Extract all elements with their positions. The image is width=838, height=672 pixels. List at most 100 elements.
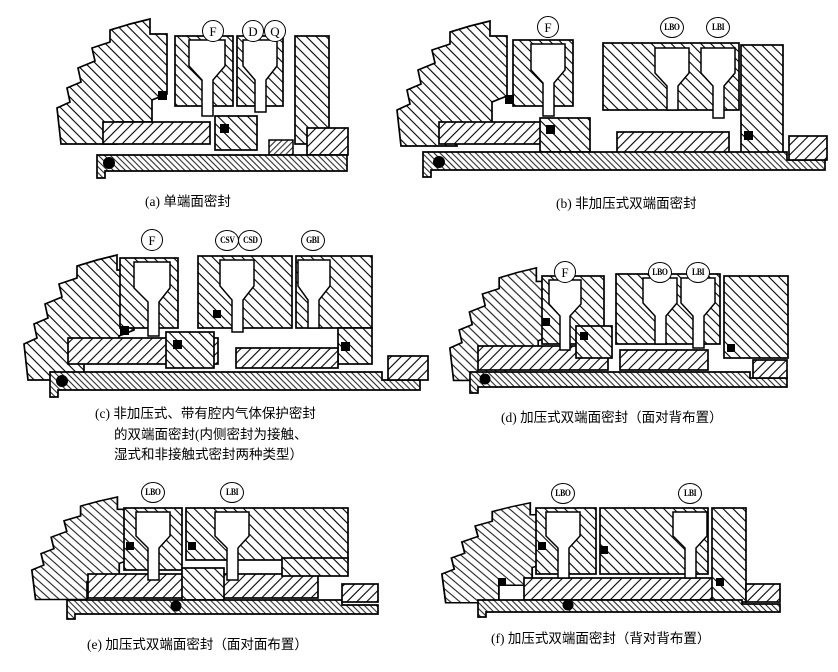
rotating-ring [539,117,591,153]
spring-pocket [135,511,171,581]
o-ring [213,310,221,318]
port-label: LBI [683,488,697,498]
o-ring [188,542,196,550]
spring-pocket [680,277,716,349]
seal-housing [281,557,349,577]
caption-d: (d) 加压式双端面密封（面对背布置） [501,410,723,425]
port-label: CSV [219,235,235,245]
center-mating-ring [181,567,225,601]
port-label: F [209,23,217,39]
diagram-e-face-to-face [30,496,379,620]
o-ring [120,326,129,335]
port-circle-gbi: GBI [301,230,325,251]
o-ring [727,344,735,352]
port-circle-flush: F [554,261,576,283]
spring-pocket [133,261,171,337]
port-circle-lbi: LBI [220,482,244,503]
port-label: LBO [652,267,668,277]
o-ring [341,342,350,351]
port-label: F [544,19,552,35]
port-circle-lbo: LBO [660,17,684,38]
o-ring [546,125,555,134]
port-label: LBO [555,488,571,498]
gland-end-plate [711,507,747,603]
gland-end-plate [740,44,784,159]
shaft-spacer-bar [438,121,548,145]
caption-e: (e) 加压式双端面密封（面对面布置） [87,637,308,652]
seal-housing [185,507,349,561]
shaft-spacer-bar [523,577,737,601]
diagram-a-single-seal [56,17,349,179]
clamp-ring [745,583,781,603]
set-screw-dot [562,599,574,611]
port-circle-flush: F [537,16,559,38]
caption-c-line3: 湿式和非接触式密封两种类型） [114,447,303,462]
shaft-sleeve [422,151,826,178]
o-ring [600,546,608,554]
o-ring [126,542,134,550]
o-ring [220,124,229,133]
port-circle-flush: F [141,229,163,251]
shaft-sleeve [66,599,379,620]
throttle-bush [268,139,294,156]
caption-c-line1: (c) 非加压式、带有腔内气体保护密封 [95,406,316,421]
rotating-ring [214,115,258,151]
spring-pocket [242,39,278,113]
spring-pocket [297,259,331,329]
port-circle-csd: CSD [238,230,262,251]
diagram-c-containment-seal [23,253,429,398]
o-ring [580,332,588,340]
port-label: Q [270,23,280,39]
spring-pocket [700,47,736,119]
spring-pocket [548,279,582,351]
port-circle-lbo: LBO [551,483,575,504]
o-ring [498,578,506,586]
clamp-ring [387,355,429,381]
diagram-b-dual-seal [396,19,828,178]
shaft-sleeve [49,371,421,398]
spring-pocket [219,259,255,333]
spring-pocket [642,277,678,345]
shaft-spacer-bar [102,121,211,145]
clamp-ring [788,135,828,161]
port-label: LBI [711,22,725,32]
spring-pocket [545,511,581,579]
port-label: F [561,264,569,280]
rotating-ring [165,331,215,369]
shaft-spacer-bar [619,349,709,371]
caption-a: (a) 单端面密封 [145,194,231,209]
shaft-sleeve [469,371,788,394]
spring-pocket [188,39,226,117]
port-circle-lbo: LBO [141,482,165,503]
clamp-ring [341,583,379,603]
o-ring [716,578,724,586]
port-circle-csv: CSV [215,230,239,251]
spring-pocket [214,511,250,581]
diagram-d-face-to-back [448,266,789,394]
o-ring [173,340,182,349]
o-ring [158,91,167,100]
o-ring [542,318,550,326]
port-circle-lbi: LBI [678,483,702,504]
set-screw-dot [479,373,491,385]
diagram-f-back-to-back [440,501,781,618]
gland-end-plate [294,35,330,145]
rotating-ring [575,325,613,359]
caption-f: (f) 加压式双端面密封（背对背布置） [491,631,711,646]
port-circle-flush: F [202,20,224,42]
set-screw-dot [433,156,445,168]
port-label: LBI [691,267,705,277]
port-label: LBO [145,487,161,497]
clamp-ring [752,359,788,379]
shaft-sleeve [477,599,781,618]
shaft-spacer-bar [616,131,730,155]
port-label: F [148,232,156,248]
set-screw-dot [170,600,182,612]
gland-plate [56,17,168,145]
shaft-spacer-bar [235,347,339,369]
set-screw-dot [56,375,68,387]
port-label: LBI [225,487,239,497]
o-ring [538,542,546,550]
port-label: CSD [242,235,258,245]
